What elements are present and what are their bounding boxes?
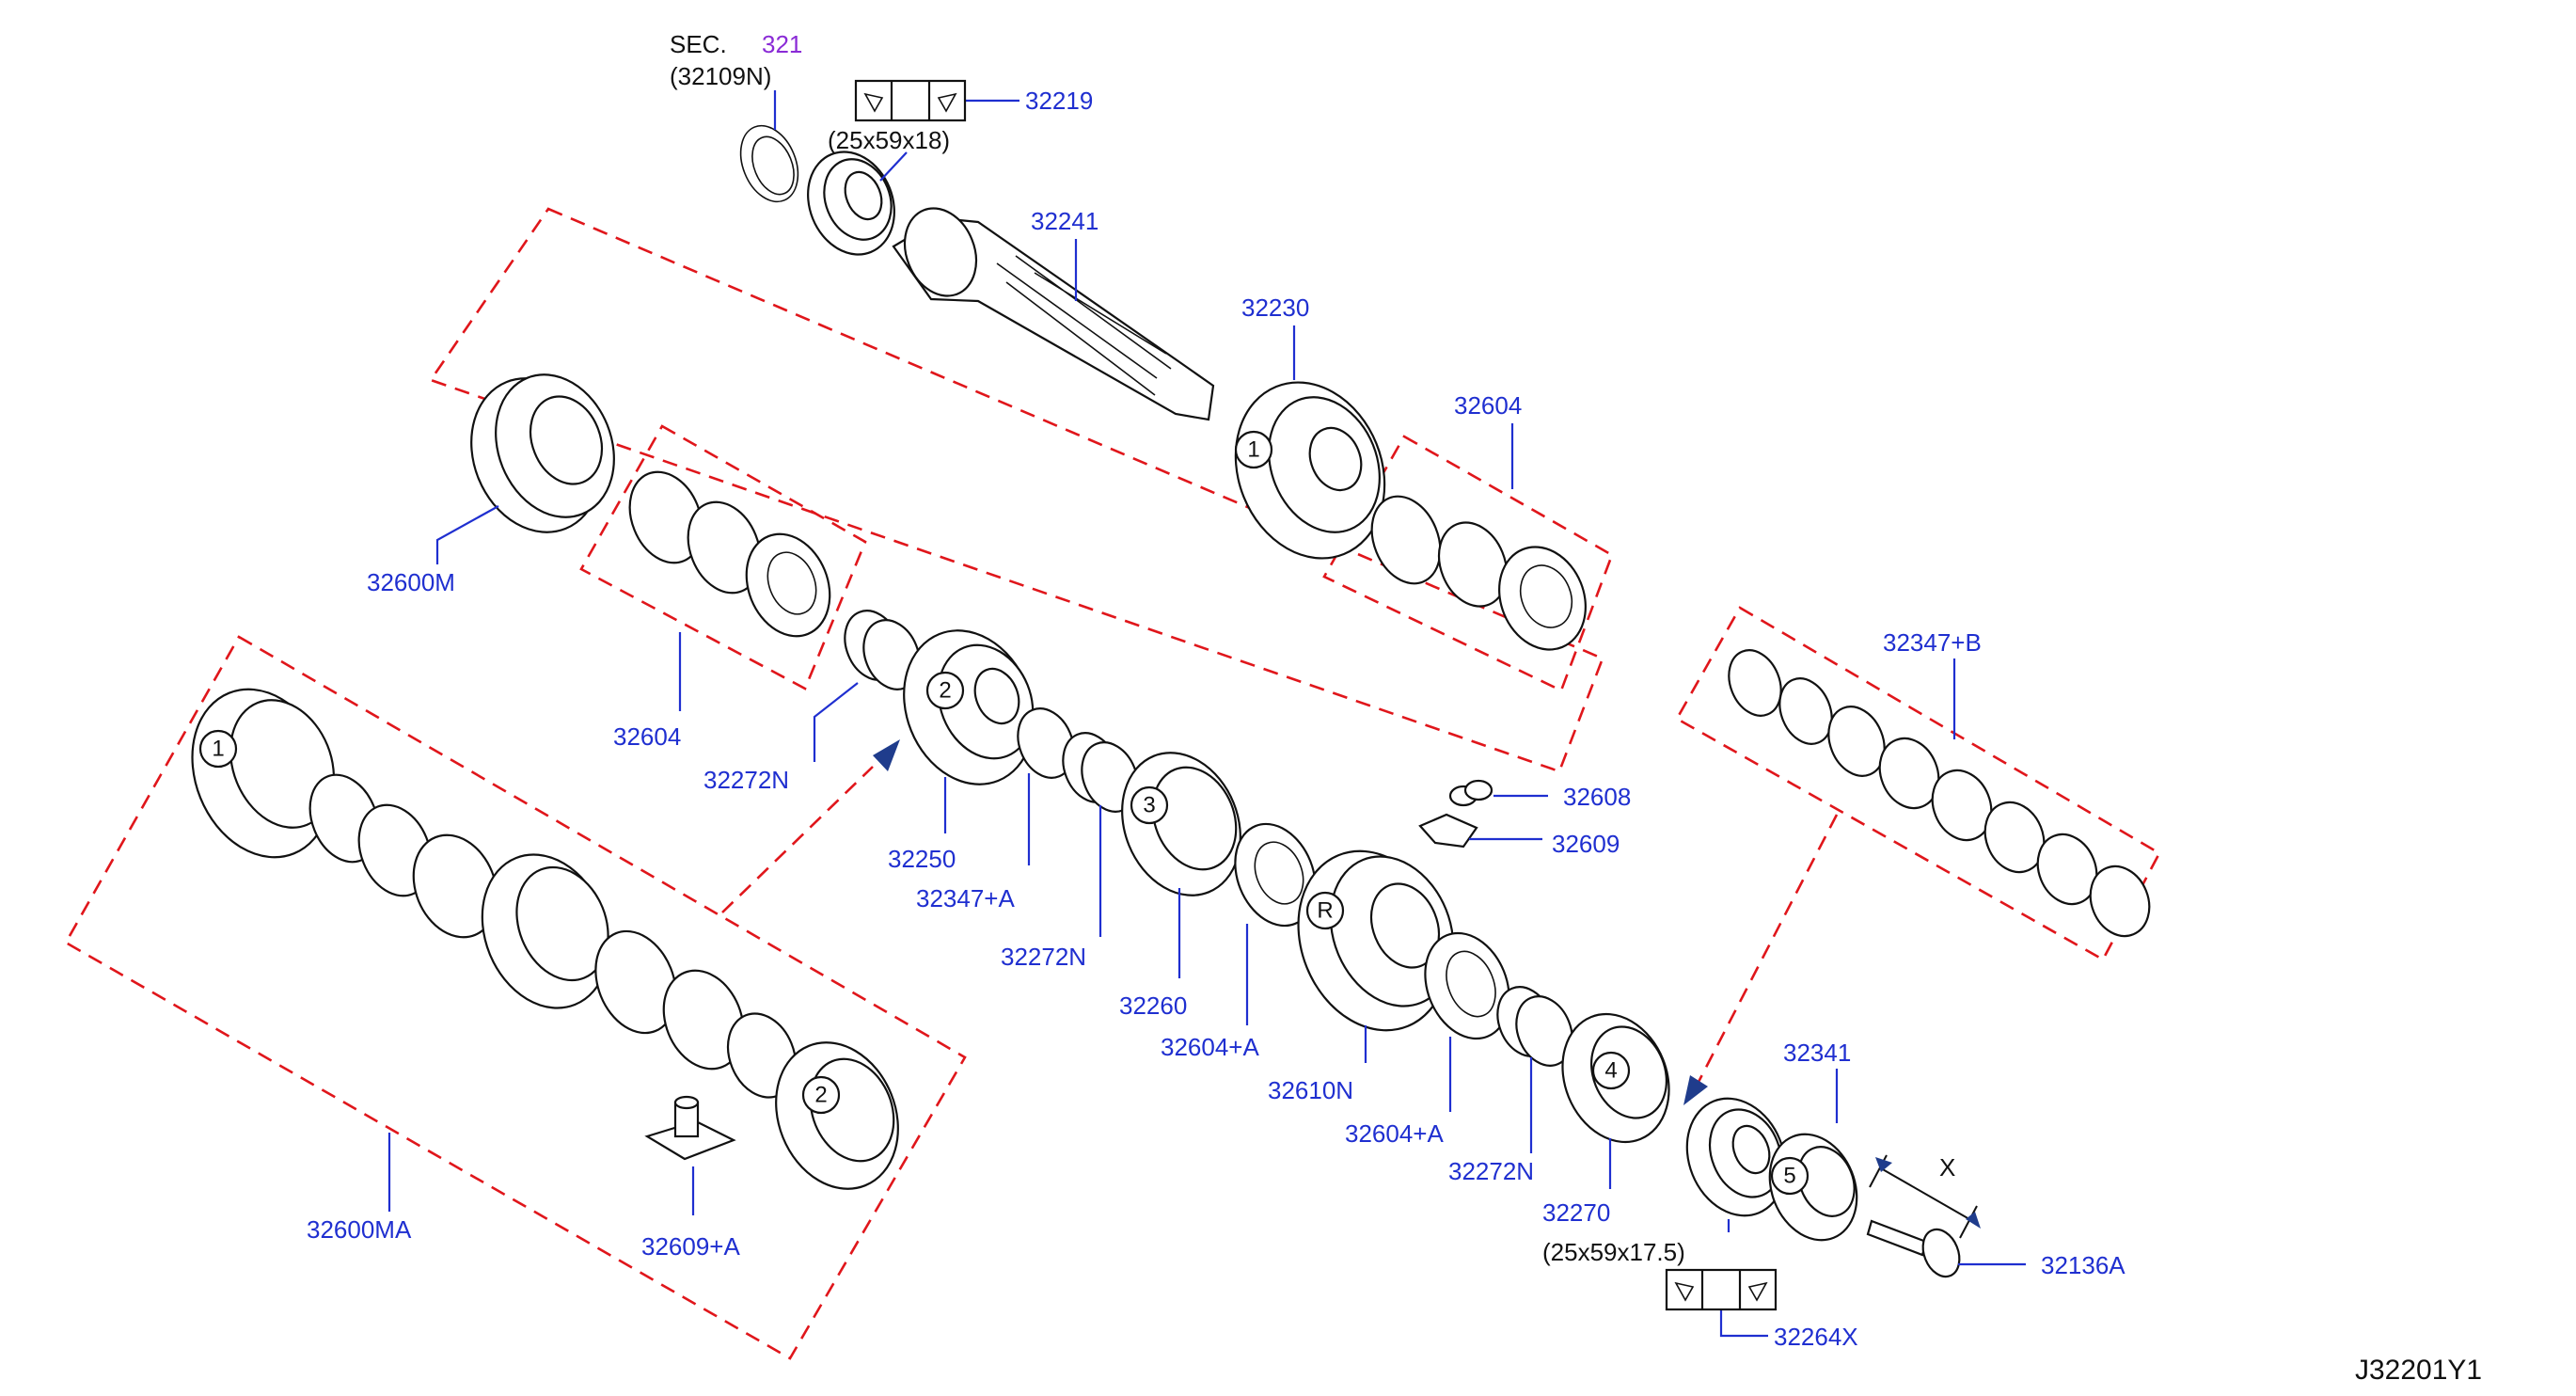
- main-shaft-32241-part[interactable]: [892, 198, 1215, 421]
- leader-32600M: [435, 505, 499, 564]
- part-label-32341[interactable]: 32341: [1783, 1039, 1851, 1067]
- part-label-32250[interactable]: 32250: [888, 845, 956, 873]
- shift-pin-32608-part[interactable]: [1448, 779, 1493, 807]
- part-label-32230[interactable]: 32230: [1241, 293, 1309, 322]
- spacer-ring-32347A-part[interactable]: [1008, 700, 1083, 785]
- gear-marker-1-lower: 1: [198, 729, 238, 769]
- part-label-32347A[interactable]: 32347+A: [916, 884, 1015, 912]
- needle-bearing-32272N-a-part[interactable]: [835, 602, 929, 697]
- needle-bearing-32272N-c-part[interactable]: [1488, 978, 1582, 1073]
- gear-set-32600MA-part[interactable]: [168, 668, 920, 1207]
- bearing-symbol-32219[interactable]: [854, 79, 967, 122]
- insert-key-32609-part[interactable]: [1418, 813, 1478, 849]
- svg-text:2: 2: [814, 1083, 827, 1108]
- snap-ring-32109N[interactable]: [730, 118, 808, 211]
- part-label-32270[interactable]: 32270: [1542, 1198, 1610, 1227]
- gear-32230-part[interactable]: [1210, 360, 1411, 581]
- bearing-32264X-part[interactable]: [1670, 1084, 1803, 1230]
- part-label-32600M[interactable]: 32600M: [367, 568, 455, 596]
- part-label-32136A[interactable]: 32136A: [2041, 1251, 2126, 1279]
- bearing-size-front: (25x59x18): [828, 126, 950, 154]
- part-label-32608[interactable]: 32608: [1563, 783, 1631, 811]
- svg-text:1: 1: [212, 737, 224, 762]
- part-label-32219[interactable]: 32219: [1025, 87, 1093, 115]
- group-outline-32604-top: [1322, 435, 1614, 692]
- group-link-arrowhead: [873, 739, 900, 771]
- synchro-set-32604-top-part[interactable]: [1359, 486, 1600, 663]
- part-label-32347B[interactable]: 32347+B: [1883, 628, 1982, 657]
- group-link-dashed-2: [1696, 814, 1839, 1085]
- svg-text:R: R: [1317, 898, 1333, 924]
- synchro-hub-32600M-part[interactable]: [449, 357, 635, 551]
- synchro-ring-32604A-a-part[interactable]: [1221, 812, 1330, 938]
- gear-marker-1: 1: [1234, 430, 1273, 469]
- gear-32250-part[interactable]: [881, 611, 1055, 803]
- svg-text:1: 1: [1247, 437, 1259, 463]
- insert-key-32609A-part[interactable]: [644, 1095, 736, 1161]
- synchro-set-32604-mid-part[interactable]: [617, 461, 845, 649]
- part-label-32604-top[interactable]: 32604: [1454, 391, 1522, 420]
- bearing-symbol-32264X[interactable]: [1665, 1268, 1778, 1311]
- dimension-x: X: [1869, 1153, 1981, 1239]
- svg-text:2: 2: [939, 678, 951, 704]
- part-label-32600MA[interactable]: 32600MA: [307, 1215, 412, 1244]
- part-label-32610N[interactable]: 32610N: [1268, 1076, 1353, 1104]
- shim-set-32347B-part[interactable]: [1719, 642, 2159, 945]
- part-label-32604-mid[interactable]: 32604: [613, 722, 681, 751]
- leader-32264X: [1719, 1309, 1768, 1338]
- part-label-32241[interactable]: 32241: [1031, 207, 1098, 235]
- group-outline-32604-mid: [579, 424, 867, 690]
- svg-text:5: 5: [1783, 1164, 1795, 1189]
- sec-ref-sub: (32109N): [670, 62, 771, 90]
- leader-32272N-a: [813, 682, 859, 762]
- svg-text:4: 4: [1604, 1058, 1617, 1084]
- sec-ref-321[interactable]: 321: [762, 30, 802, 58]
- part-label-32609A[interactable]: 32609+A: [641, 1232, 740, 1261]
- gear-marker-r: R: [1305, 891, 1345, 930]
- part-label-32604A-a[interactable]: 32604+A: [1161, 1033, 1259, 1061]
- gear-marker-4: 4: [1591, 1051, 1631, 1090]
- bearing-32219-part[interactable]: [793, 139, 909, 268]
- sec-prefix: SEC.: [670, 30, 727, 58]
- bolt-32136A-part[interactable]: [1866, 1219, 1966, 1282]
- part-label-32609[interactable]: 32609: [1552, 830, 1620, 858]
- part-label-32604A-b[interactable]: 32604+A: [1345, 1119, 1444, 1148]
- leader-bearing-25x59x18: [879, 151, 908, 182]
- bearing-size-rear: (25x59x17.5): [1542, 1238, 1685, 1266]
- svg-text:3: 3: [1143, 793, 1155, 818]
- group-link-dashed: [721, 766, 874, 913]
- gear-marker-2: 2: [925, 671, 965, 710]
- diagram-id: J32201Y1: [2355, 1355, 2482, 1386]
- group-outline-32600MA: [64, 635, 967, 1360]
- synchro-ring-32604A-b-part[interactable]: [1410, 920, 1524, 1051]
- part-label-32264X[interactable]: 32264X: [1774, 1323, 1858, 1351]
- group-outline-32347B: [1675, 606, 2161, 961]
- part-label-32272N-c[interactable]: 32272N: [1448, 1157, 1534, 1185]
- dimension-x-label: X: [1939, 1153, 1955, 1182]
- part-label-32260[interactable]: 32260: [1119, 991, 1187, 1020]
- part-label-32272N-a[interactable]: 32272N: [703, 766, 789, 794]
- gear-marker-5: 5: [1770, 1156, 1810, 1196]
- gear-marker-3: 3: [1130, 785, 1169, 825]
- gear-marker-2-lower: 2: [801, 1075, 841, 1115]
- part-label-32272N-b[interactable]: 32272N: [1001, 943, 1086, 971]
- group-link-arrowhead-2: [1683, 1075, 1708, 1105]
